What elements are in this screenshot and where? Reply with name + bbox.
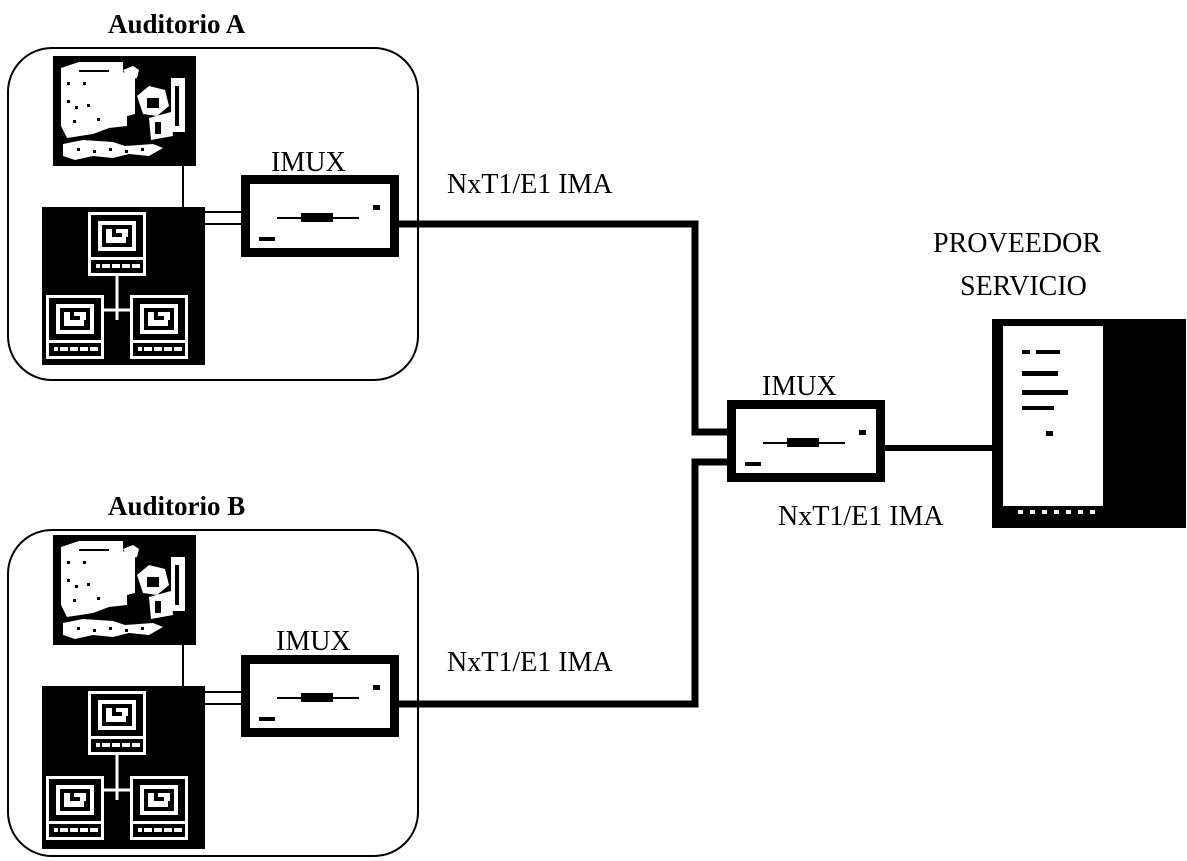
link-a: NxT1/E1 IMA (399, 169, 727, 436)
site-b-frame (7, 529, 419, 857)
imux-device-icon (241, 175, 399, 257)
provider-label-line2: SERVICIO (960, 271, 1087, 302)
central-imux: IMUX (727, 371, 885, 482)
videoconference-camera-icon (53, 535, 196, 645)
provider-server: PROVEEDOR SERVICIO (933, 228, 1186, 528)
computer-icon (46, 295, 104, 359)
imux-device-icon (727, 400, 885, 482)
server-icon (992, 319, 1186, 528)
link-a-label: NxT1/E1 IMA (447, 169, 613, 200)
computer-icon (130, 295, 188, 359)
site-a-title: Auditorio A (108, 9, 246, 39)
site-group-a: Auditorio A IMUX (7, 9, 419, 381)
provider-link-label: NxT1/E1 IMA (778, 501, 944, 532)
computer-icon (88, 691, 146, 755)
computer-icon (46, 776, 104, 840)
site-b-title: Auditorio B (108, 491, 245, 521)
videoconference-camera-icon (53, 56, 196, 166)
computer-icon (88, 212, 146, 276)
imux-device-icon (241, 655, 399, 737)
site-a-imux-label: IMUX (271, 147, 346, 178)
link-b: NxT1/E1 IMA (399, 458, 727, 708)
site-group-b: Auditorio B IMUX (7, 491, 419, 857)
link-b-label: NxT1/E1 IMA (447, 647, 613, 678)
site-b-imux-label: IMUX (276, 626, 351, 657)
provider-label-line1: PROVEEDOR (933, 228, 1101, 259)
central-imux-label: IMUX (762, 371, 837, 402)
site-a-frame (7, 47, 419, 381)
link-provider: NxT1/E1 IMA (778, 445, 992, 532)
computer-icon (130, 776, 188, 840)
